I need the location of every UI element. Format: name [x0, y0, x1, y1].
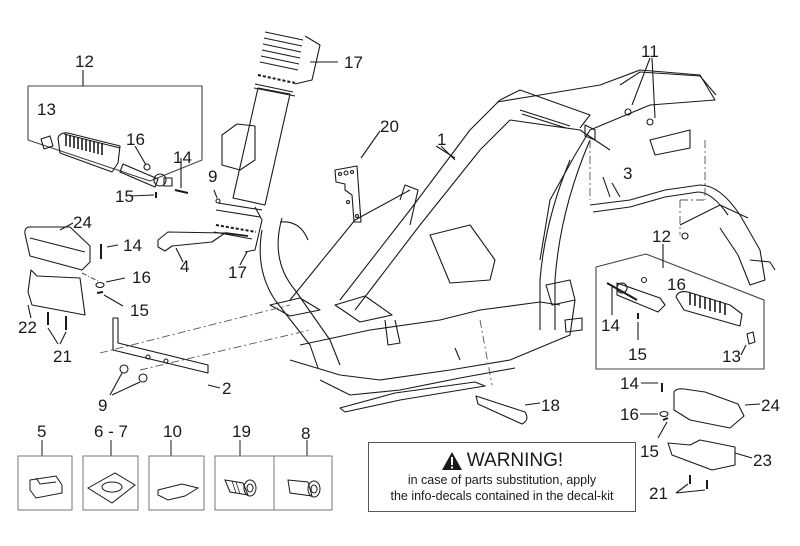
callout-22: 22 — [18, 318, 37, 337]
bolts-11 — [624, 57, 656, 126]
left-footrest-parts — [24, 222, 126, 345]
callout-9-bottom: 9 — [98, 396, 108, 415]
callout-4: 4 — [180, 257, 190, 276]
assembly-guides — [99, 140, 706, 386]
callout-3: 3 — [623, 164, 633, 183]
strip-18 — [475, 395, 541, 425]
main-frame — [259, 69, 717, 413]
box-part-6-7 — [82, 455, 139, 511]
warning-triangle-icon — [441, 452, 462, 470]
callout-14-leftbox: 14 — [173, 148, 192, 167]
callout-13-left: 13 — [37, 100, 56, 119]
callout-1: 1 — [437, 130, 447, 149]
bearing-stack-top — [253, 31, 338, 97]
callout-21-right: 21 — [649, 484, 668, 503]
callout-16-left: 16 — [132, 268, 151, 287]
callout-16-right: 16 — [620, 405, 639, 424]
small-parts-row — [17, 440, 333, 511]
callout-5: 5 — [37, 422, 47, 441]
callout-9-top: 9 — [208, 167, 218, 186]
side-bracket — [221, 123, 256, 171]
left-footrest-kit-box — [27, 70, 203, 198]
callout-14-right: 14 — [620, 374, 639, 393]
callout-15-left: 15 — [130, 301, 149, 320]
right-cover-23 — [667, 439, 736, 471]
steering-head — [157, 31, 338, 266]
callout-19: 19 — [232, 422, 251, 441]
callout-12-right: 12 — [652, 227, 671, 246]
callout-24-left: 24 — [73, 213, 92, 232]
callout-11: 11 — [641, 42, 659, 61]
box-part-19 — [214, 455, 275, 511]
left-pad-13 — [40, 135, 54, 150]
callout-18: 18 — [541, 396, 560, 415]
callout-8: 8 — [301, 424, 311, 443]
bracket-4 — [157, 231, 226, 252]
callout-15-rightbox: 15 — [628, 345, 647, 364]
callout-15-right: 15 — [640, 442, 659, 461]
warning-box: WARNING! in case of parts substitution, … — [368, 442, 636, 512]
callout-13-right: 13 — [722, 347, 741, 366]
right-pad-13 — [746, 331, 756, 345]
callout-14-rightbox: 14 — [601, 316, 620, 335]
left-pivot-pin — [119, 163, 159, 188]
bottom-plate-2 — [109, 317, 221, 396]
warning-title: WARNING! — [466, 450, 564, 471]
callout-14-left: 14 — [123, 236, 142, 255]
right-footrest-kit-box — [595, 244, 765, 370]
callout-16-rightbox: 16 — [667, 275, 686, 294]
callout-6-7: 6 - 7 — [94, 422, 129, 441]
left-footrest-body — [57, 132, 121, 173]
callout-24-right: 24 — [761, 396, 780, 415]
left-cover-22 — [27, 269, 86, 316]
warning-line-2: the info-decals contained in the decal-k… — [390, 489, 614, 503]
callout-21-left: 21 — [53, 347, 72, 366]
box-part-8 — [273, 455, 333, 511]
right-footrest-parts — [640, 382, 761, 494]
callout-12-left: 12 — [75, 52, 94, 71]
bracket-20 — [334, 130, 381, 223]
rear-bar-3 — [589, 182, 776, 286]
callout-17-top: 17 — [344, 53, 363, 72]
right-footrest-24 — [673, 388, 745, 429]
callout-23: 23 — [753, 451, 772, 470]
callout-2: 2 — [222, 379, 232, 398]
warning-line-1: in case of parts substitution, apply — [407, 473, 597, 487]
box-part-10 — [148, 455, 205, 511]
warning-title-row: WARNING! — [369, 450, 635, 472]
box-part-5 — [17, 455, 73, 511]
left-footrest-24 — [24, 226, 91, 271]
callout-17-bottom: 17 — [228, 263, 247, 282]
callout-16-leftbox: 16 — [126, 130, 145, 149]
callout-10: 10 — [163, 422, 182, 441]
callout-20: 20 — [380, 117, 399, 136]
callout-15-leftbox: 15 — [115, 187, 134, 206]
